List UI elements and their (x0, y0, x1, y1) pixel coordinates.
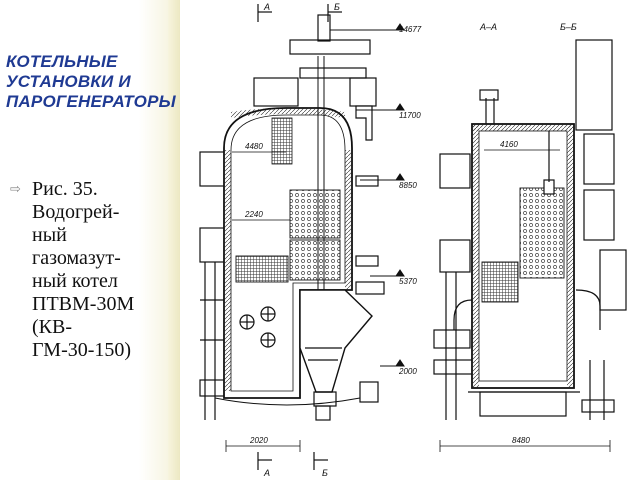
arrow-bullet-icon: ⇨ (10, 182, 21, 197)
caption-line: ный (32, 224, 67, 246)
caption-line: (КВ- (32, 316, 72, 338)
section-marks-left (257, 4, 342, 470)
caption-line: ГМ-30-150) (32, 339, 132, 361)
caption-line: Рис. 35. (32, 178, 98, 200)
boiler-technical-drawing: А Б А Б 14677 11700 8850 5370 2000 4480 … (199, 2, 627, 478)
section-title-bb: Б–Б (560, 22, 577, 32)
elevation-label: 8850 (399, 181, 417, 190)
slide-title: КОТЕЛЬНЫЕ УСТАНОВКИ И ПАРОГЕНЕРАТОРЫ (6, 52, 176, 111)
right-view-structure (433, 39, 627, 420)
dimension-lines-left (225, 151, 301, 452)
elevation-label: 11700 (399, 111, 421, 120)
caption-line: ПТВМ-30М (32, 293, 135, 315)
caption-line: ный котел (32, 270, 118, 292)
elevation-markers (330, 23, 405, 367)
dimension-section-width: 4160 (500, 140, 518, 149)
left-view-structure (199, 14, 385, 421)
caption-line: Водогрей- (32, 201, 120, 223)
elevation-label: 2000 (398, 367, 417, 376)
dimension-overall-width: 8480 (512, 436, 530, 445)
section-label-b-bottom: Б (322, 468, 328, 478)
section-label-b: Б (334, 2, 340, 12)
elevation-label: 14677 (399, 25, 422, 34)
left-panel (0, 0, 178, 480)
section-label-a: А (263, 2, 270, 12)
decorative-stripe (168, 0, 180, 480)
caption-line: газомазут- (32, 247, 121, 269)
figure-caption: Рис. 35. Водогрей- ный газомазут- ный ко… (32, 178, 174, 362)
section-marks-right (439, 149, 611, 452)
section-label-a-bottom: А (263, 468, 270, 478)
elevation-label: 5370 (399, 277, 417, 286)
dimension-mid-width: 2240 (244, 210, 263, 219)
section-title-aa: А–А (479, 22, 497, 32)
dimension-top-width: 4480 (245, 142, 263, 151)
dimension-base-width: 2020 (249, 436, 268, 445)
